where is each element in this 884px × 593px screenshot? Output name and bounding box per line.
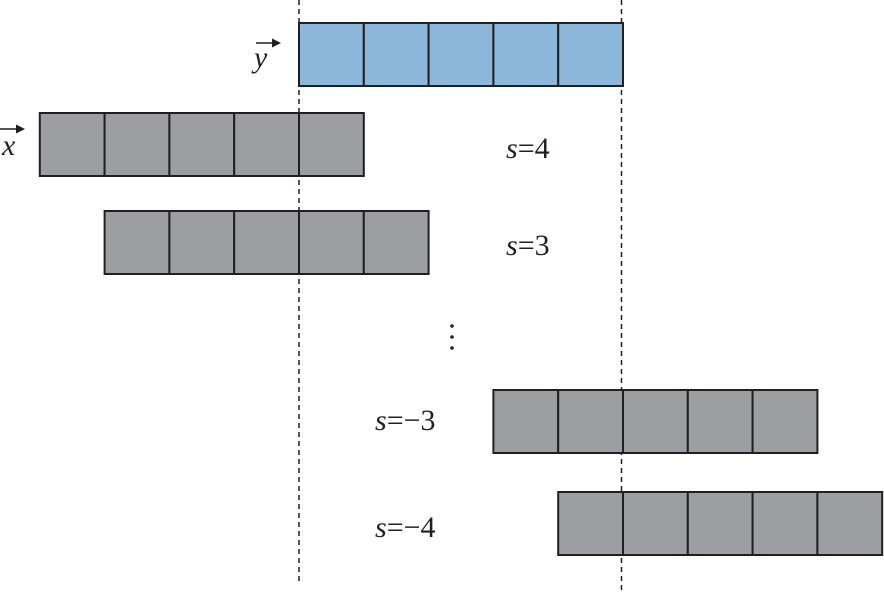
vector-y-label: y: [251, 38, 281, 74]
shift-3-vector-x-cell-5: [816, 491, 884, 556]
shift-2-vector-x-cell-3: [622, 389, 689, 454]
shift-2-vector-x-cell-5: [751, 389, 819, 454]
vector-y-cell-2: [362, 22, 430, 87]
vector-y-cell-4: [492, 22, 560, 87]
vector-y-row: [298, 22, 625, 87]
vector-y-letter: y: [251, 41, 268, 74]
shift-1-vector-x-cell-2: [168, 210, 236, 275]
vector-x-letter: x: [1, 129, 16, 162]
shift-label-s-minus-4: s=−4: [375, 511, 436, 544]
vertical-ellipsis: [450, 324, 454, 350]
shift-3-vector-x-cell-2: [622, 491, 689, 556]
vector-y-cell-1: [298, 22, 365, 87]
shift-2-vector-x-cell-1: [492, 389, 560, 454]
vector-y-cell-5: [557, 22, 625, 87]
shift-1-vector-x-cell-5: [362, 210, 430, 275]
shift-1-vector-x-cell-4: [298, 210, 365, 275]
vector-y-cell-3: [427, 22, 495, 87]
shift-0-vector-x-cell-3: [168, 112, 236, 177]
shift-0-vector-x-cell-5: [298, 112, 365, 177]
shift-row-s-minus-4: [557, 491, 884, 556]
shift-label-s4: s=4: [506, 132, 550, 165]
vector-y-arrow-head: [272, 38, 281, 48]
shift-2-vector-x-cell-2: [557, 389, 625, 454]
shift-3-vector-x-cell-3: [686, 491, 754, 556]
shift-1-vector-x-cell-1: [103, 210, 171, 275]
svg-text:y: y: [251, 41, 268, 74]
shift-1-vector-x-cell-3: [233, 210, 300, 275]
shift-3-vector-x-cell-4: [751, 491, 819, 556]
vector-x-label: x: [0, 124, 25, 162]
shift-row-s-minus-3: [492, 389, 819, 454]
shift-0-vector-x-cell-4: [233, 112, 300, 177]
svg-text:x: x: [1, 129, 16, 162]
shift-0-vector-x-cell-2: [103, 112, 171, 177]
shift-label-s3: s=3: [506, 229, 550, 262]
shift-row-s4: [38, 112, 365, 177]
shift-label-s-minus-3: s=−3: [375, 404, 436, 437]
shift-2-vector-x-cell-4: [686, 389, 754, 454]
shift-row-s3: [103, 210, 430, 275]
shift-3-vector-x-cell-1: [557, 491, 625, 556]
shift-0-vector-x-cell-1: [38, 112, 106, 177]
vector-x-arrow-head: [16, 124, 25, 134]
